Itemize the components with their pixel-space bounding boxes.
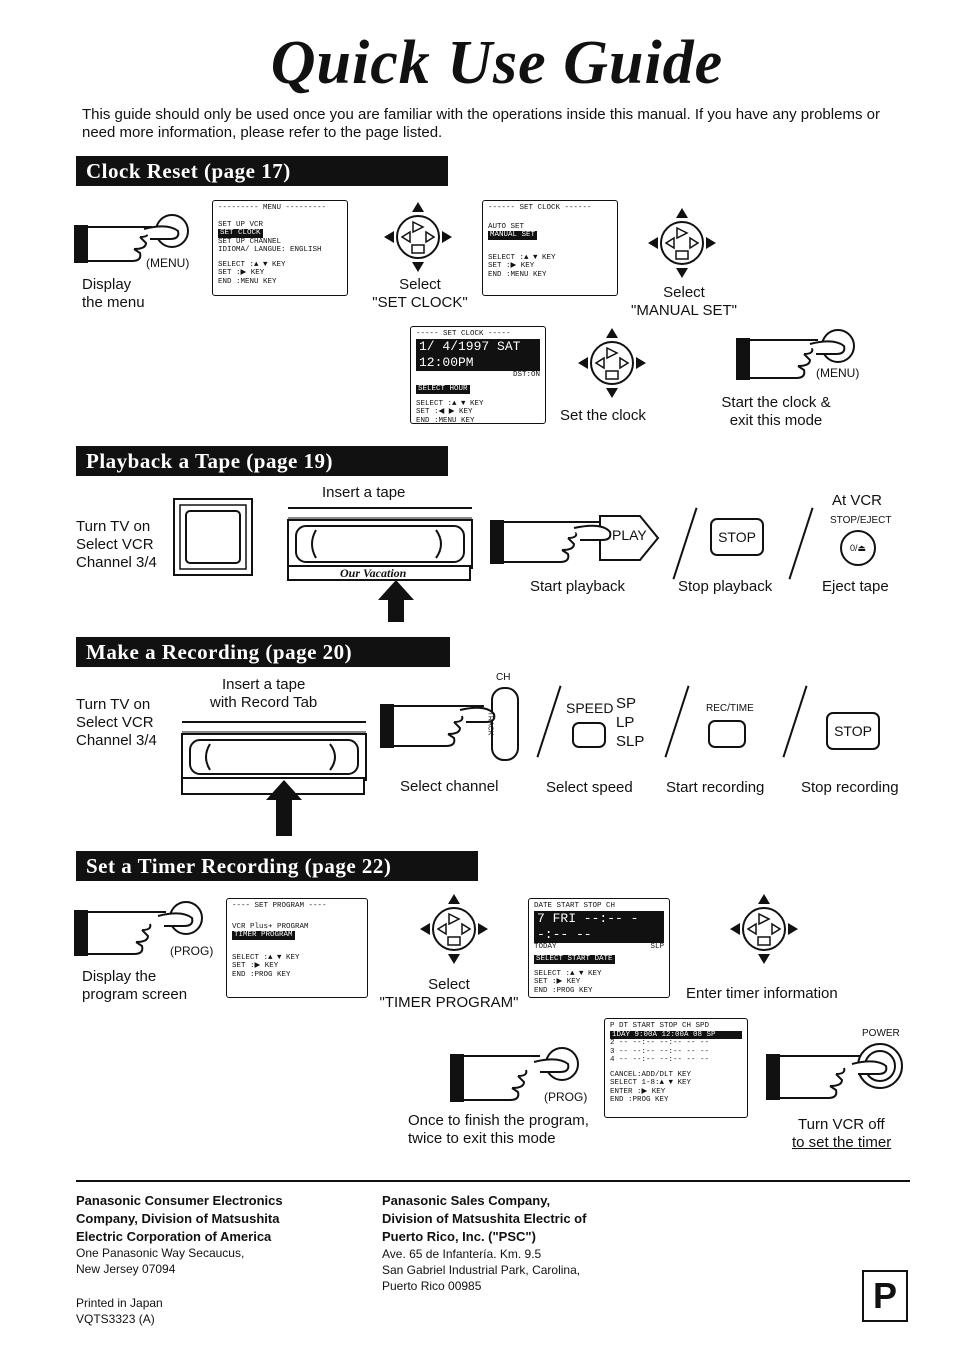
tape-label: Our Vacation — [340, 566, 407, 580]
footer-address-left: One Panasonic Way Secaucus, New Jersey 0… — [76, 1246, 245, 1276]
section-timer: Set a Timer Recording (page 22) — [76, 851, 478, 881]
hand-press-icon — [74, 901, 203, 956]
stop-button[interactable]: STOP — [710, 518, 764, 556]
hand-press-icon — [380, 687, 519, 761]
timer-date-screen: DATE START STOP CH 7 FRI --:-- --:-- -- … — [528, 898, 670, 998]
footer-company-right: Panasonic Sales Company, Division of Mat… — [382, 1193, 587, 1244]
set-program-screen: ---- SET PROGRAM ---- VCR Plus+ PROGRAM … — [226, 898, 368, 998]
set-clock-screen: ------ SET CLOCK ------ AUTO SET MANUAL … — [482, 200, 618, 296]
step-select-speed: Select speed — [546, 779, 633, 796]
step-finish-program: Once to finish the program, twice to exi… — [408, 1112, 589, 1147]
step-insert-tape: Insert a tape — [322, 484, 406, 501]
separator — [672, 507, 698, 580]
dpad-icon — [730, 894, 798, 964]
step-stop-recording: Stop recording — [801, 779, 899, 796]
separator — [536, 685, 562, 758]
hand-press-icon — [74, 214, 189, 263]
speed-button[interactable] — [572, 722, 606, 748]
stop-eject-label: STOP/EJECT — [830, 515, 892, 526]
menu-key-label: (MENU) — [816, 366, 860, 380]
step-select-manual-set: Select "MANUAL SET" — [631, 284, 737, 319]
hand-press-icon — [490, 515, 660, 564]
separator — [782, 685, 808, 758]
footer-company-left: Panasonic Consumer Electronics Company, … — [76, 1193, 283, 1244]
speed-options: SP LP SLP — [616, 695, 645, 750]
hand-press-icon — [450, 1047, 579, 1102]
menu-key-label: (MENU) — [146, 256, 190, 270]
hand-press-icon — [766, 1043, 903, 1100]
step-select-set-clock: Select "SET CLOCK" — [372, 276, 468, 311]
page-badge: P — [862, 1270, 908, 1322]
menu-screen: --------- MENU --------- SET UP VCR SET … — [212, 200, 348, 296]
step-display-program: Display the program screen — [82, 968, 188, 1003]
step-set-the-timer: to set the timer — [792, 1134, 892, 1151]
footer-address-right: Ave. 65 de Infantería. Km. 9.5 San Gabri… — [382, 1247, 581, 1293]
step-stop-playback: Stop playback — [678, 578, 773, 595]
vcr-tape-icon — [181, 721, 367, 836]
tv-icon — [173, 498, 253, 576]
eject-button[interactable]: 0/⏏ — [840, 530, 876, 566]
step-turn-tv-on: Turn TV on Select VCR Channel 3/4 — [76, 696, 157, 749]
step-insert-tape-record: Insert a tape with Record Tab — [210, 676, 318, 711]
section-playback: Playback a Tape (page 19) — [76, 446, 448, 476]
rec-time-button[interactable] — [708, 720, 746, 748]
step-display-menu: Display the menu — [82, 276, 145, 311]
step-enter-timer-info: Enter timer information — [686, 985, 838, 1002]
step-start-playback: Start playback — [530, 578, 626, 595]
page-title: Quick Use Guide — [270, 29, 724, 97]
rec-time-label: REC/TIME — [706, 703, 754, 714]
step-turn-vcr-off: Turn VCR off — [798, 1116, 885, 1133]
section-clock-reset: Clock Reset (page 17) — [76, 156, 448, 186]
ch-label: CH — [496, 672, 511, 683]
play-button-label: PLAY — [612, 527, 647, 543]
prog-key-label: (PROG) — [170, 944, 214, 958]
clock-time-screen: ----- SET CLOCK ----- 1/ 4/1997 SAT 12:0… — [410, 326, 546, 425]
track-label: TRACK — [486, 711, 494, 736]
dpad-icon — [420, 894, 488, 964]
step-start-recording: Start recording — [666, 779, 765, 796]
prog-key-label: (PROG) — [544, 1090, 588, 1104]
step-select-timer-program: Select "TIMER PROGRAM" — [379, 976, 519, 1011]
at-vcr-label: At VCR — [832, 492, 883, 509]
dpad-icon — [648, 208, 716, 278]
step-set-the-clock: Set the clock — [560, 407, 646, 424]
footer-divider — [76, 1180, 910, 1182]
timer-program-list-screen: P DT START STOP CH SPD 1DAY 9:00A 12:00A… — [604, 1018, 748, 1118]
step-start-clock: Start the clock & exit this mode — [721, 394, 831, 429]
dpad-icon — [384, 202, 452, 272]
step-select-channel: Select channel — [400, 778, 499, 795]
power-label: POWER — [862, 1028, 900, 1039]
stop-button[interactable]: STOP — [826, 712, 880, 750]
hand-press-icon — [736, 329, 855, 380]
dpad-icon — [578, 328, 646, 398]
vcr-tape-icon — [287, 507, 473, 622]
section-recording: Make a Recording (page 20) — [76, 637, 450, 667]
footer-printed: Printed in Japan VQTS3323 (A) — [76, 1296, 163, 1326]
step-turn-tv-on: Turn TV on Select VCR Channel 3/4 — [76, 518, 157, 571]
speed-label: SPEED — [566, 700, 614, 716]
separator — [664, 685, 690, 758]
intro-text: This guide should only be used once you … — [82, 106, 880, 141]
step-eject-tape: Eject tape — [822, 578, 889, 595]
separator — [788, 507, 814, 580]
